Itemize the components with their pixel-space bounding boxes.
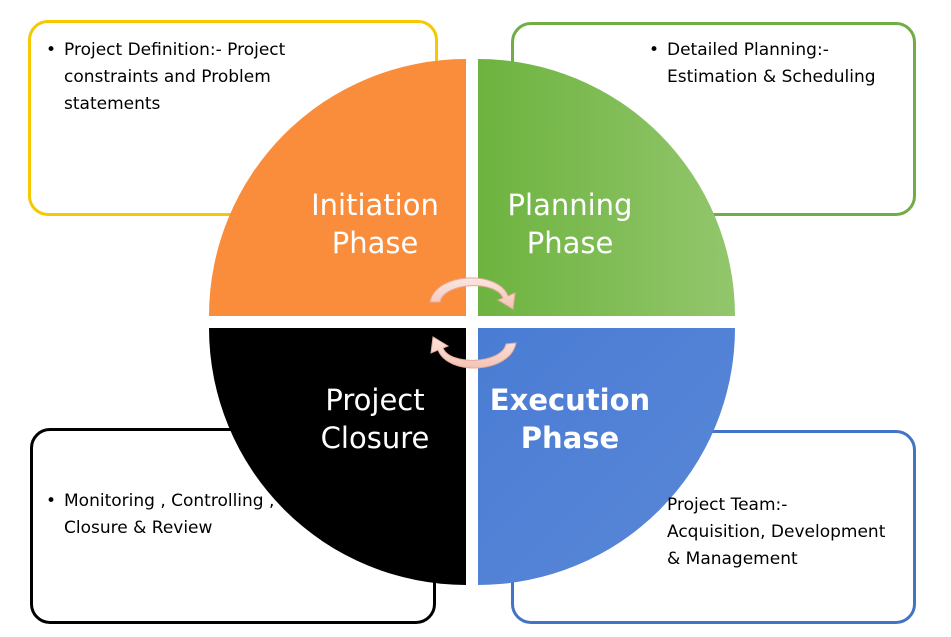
execution-note: Project Team:- Acquisition, Development … <box>667 492 887 573</box>
initiation-label-line2: Phase <box>331 226 419 260</box>
bullet-icon: • <box>46 40 57 60</box>
planning-note-text: Detailed Planning:- Estimation & Schedul… <box>667 40 876 87</box>
planning-quadrant <box>478 59 735 316</box>
planning-label-line2: Phase <box>526 226 614 260</box>
planning-label-line1: Planning <box>507 188 633 222</box>
execution-label-line1: Execution <box>489 383 651 417</box>
closure-note-text: Monitoring , Controlling , Closure & Rev… <box>64 491 275 538</box>
closure-quadrant <box>209 328 466 585</box>
initiation-phase-label: Initiation Phase <box>295 186 455 262</box>
execution-phase-label: Execution Phase <box>480 381 660 457</box>
initiation-quadrant <box>209 59 466 316</box>
execution-label-line2: Phase <box>520 421 620 455</box>
initiation-label-line1: Initiation <box>311 188 439 222</box>
closure-label-line2: Closure <box>320 421 430 455</box>
planning-note: • Detailed Planning:- Estimation & Sched… <box>649 37 917 91</box>
initiation-note: • Project Definition:- Project constrain… <box>46 37 364 118</box>
bullet-icon: • <box>46 491 57 511</box>
execution-note-text: Project Team:- Acquisition, Development … <box>667 495 886 569</box>
initiation-note-text: Project Definition:- Project constraints… <box>64 40 286 114</box>
planning-phase-label: Planning Phase <box>490 186 650 262</box>
cycle-arrow-icon <box>429 277 517 369</box>
closure-note: • Monitoring , Controlling , Closure & R… <box>46 488 324 542</box>
execution-quadrant <box>478 328 735 585</box>
closure-phase-label: Project Closure <box>295 381 455 457</box>
bullet-icon: • <box>649 40 660 60</box>
closure-label-line1: Project <box>325 383 425 417</box>
